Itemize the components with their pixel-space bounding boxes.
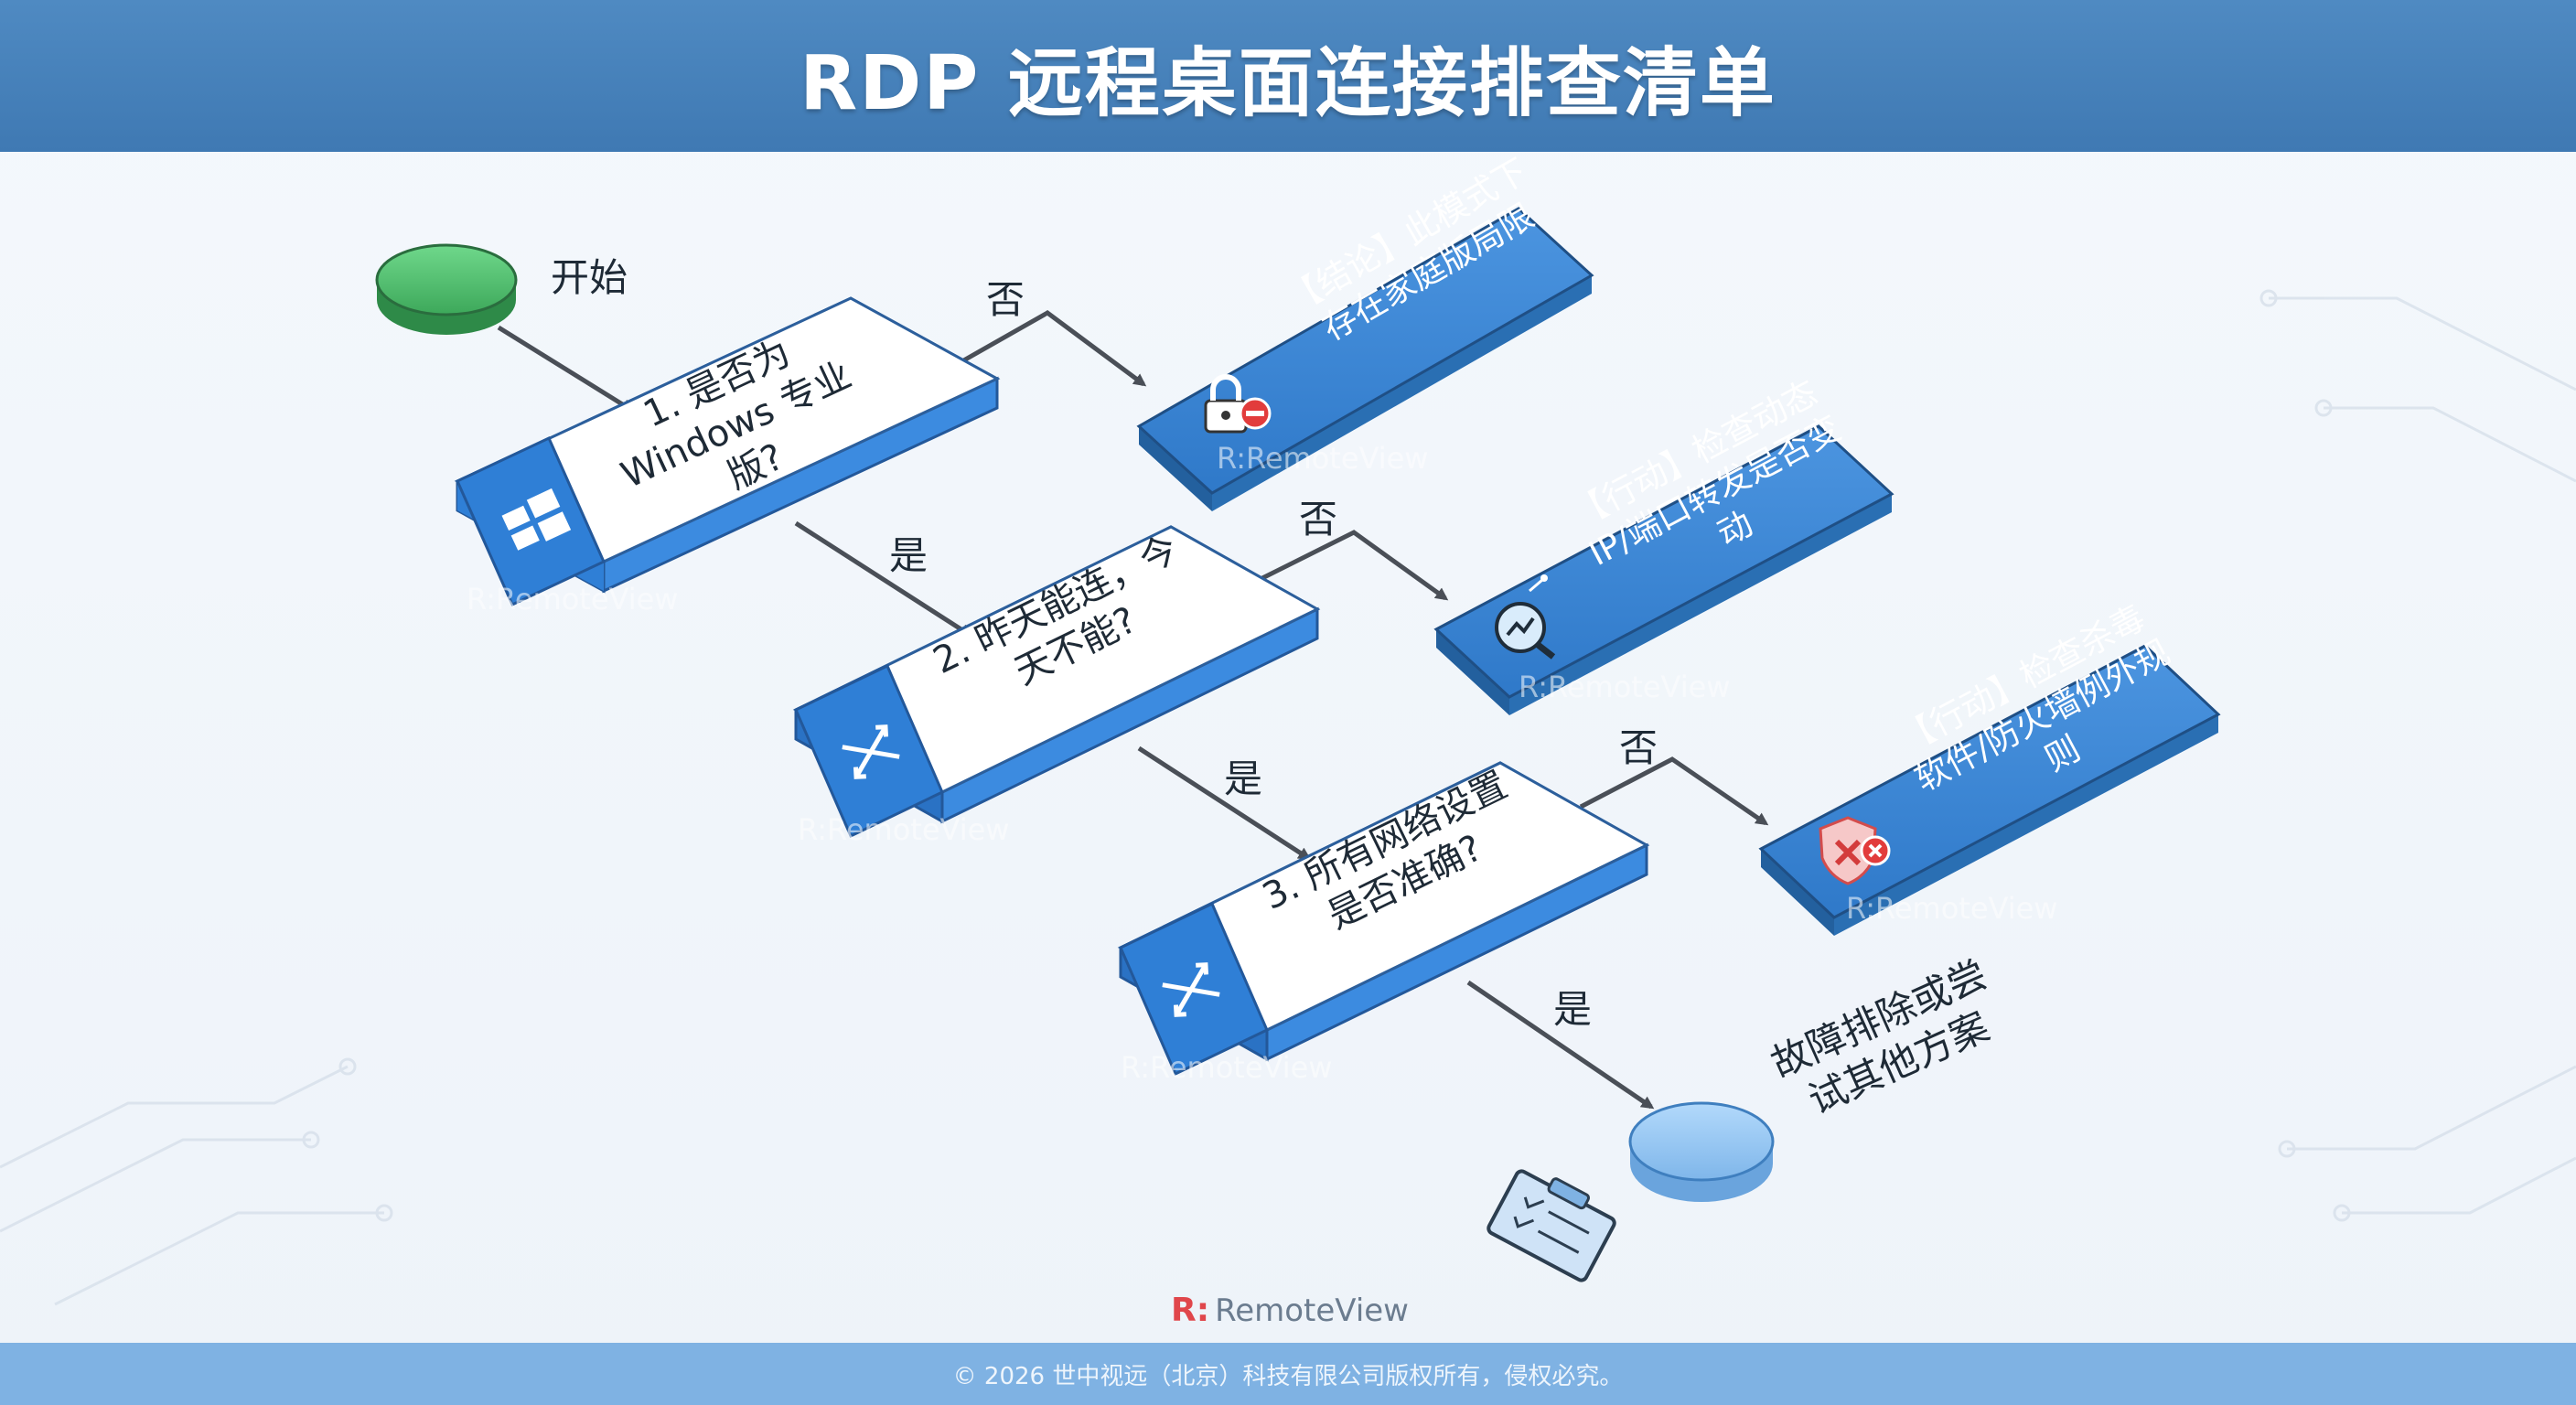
- brand-name: RemoteView: [1215, 1292, 1409, 1329]
- start-label: 开始: [551, 255, 628, 300]
- start-node: [375, 243, 518, 335]
- clipboard-checklist-icon: [1487, 1169, 1616, 1282]
- watermark-2: R:RemoteView: [798, 812, 1009, 847]
- end-node: [1628, 1101, 1775, 1202]
- outcome-1-box: R:RemoteView: [1136, 207, 1594, 511]
- header-bar: RDP 远程桌面连接排查清单: [0, 0, 2576, 152]
- watermark-o3: R:RemoteView: [1846, 891, 2057, 926]
- no-label-1: 否: [986, 277, 1025, 322]
- connectors: [497, 310, 1769, 1110]
- decision-2-box: R:RemoteView: [792, 525, 1321, 847]
- circuit-decoration: [0, 289, 2576, 1306]
- windows-logo-icon: [501, 488, 572, 551]
- lock-blocked-icon: [1204, 374, 1272, 434]
- decision-1-box: R:RemoteView: [454, 296, 1001, 617]
- arrow-q3-yes: [1466, 980, 1655, 1110]
- flowchart-canvas: R:RemoteView R:RemoteView R:RemoteVi: [0, 151, 2576, 1343]
- brand-logo: R: RemoteView: [1171, 1292, 1409, 1329]
- watermark-3: R:RemoteView: [1121, 1050, 1332, 1085]
- no-label-3: 否: [1619, 725, 1658, 770]
- watermark-1: R:RemoteView: [467, 582, 678, 617]
- arrow-q3-no: [1579, 756, 1769, 826]
- network-arrows-icon: [842, 724, 900, 779]
- magnifier-chart-icon: [1495, 574, 1556, 660]
- yes-label-1: 是: [889, 533, 928, 578]
- network-arrows-icon: [1162, 962, 1220, 1017]
- arrow-q2-yes: [1137, 745, 1312, 861]
- arrow-start-to-q1: [497, 325, 635, 413]
- yes-label-3: 是: [1553, 987, 1593, 1032]
- arrow-q1-yes: [794, 520, 973, 638]
- arrow-q1-no: [959, 310, 1147, 387]
- page-title: RDP 远程桌面连接排查清单: [800, 39, 1776, 127]
- watermark-o2: R:RemoteView: [1519, 670, 1730, 704]
- flowchart-svg: R:RemoteView R:RemoteView R:RemoteVi: [0, 207, 2576, 1306]
- watermark-o1: R:RemoteView: [1217, 441, 1428, 476]
- arrow-q2-no: [1261, 530, 1449, 601]
- yes-label-2: 是: [1224, 756, 1263, 801]
- decision-3-box: R:RemoteView: [1117, 761, 1650, 1085]
- no-label-2: 否: [1299, 497, 1338, 542]
- outcome-3-box: R:RemoteView: [1758, 644, 2221, 936]
- outcome-2-box: R:RemoteView: [1433, 424, 1894, 715]
- shield-x-icon: [1819, 816, 1891, 885]
- copyright-text: © 2026 世中视远（北京）科技有限公司版权所有，侵权必究。: [952, 1362, 1624, 1390]
- brand-mark: R:: [1171, 1292, 1210, 1329]
- footer-bar: © 2026 世中视远（北京）科技有限公司版权所有，侵权必究。: [0, 1343, 2576, 1405]
